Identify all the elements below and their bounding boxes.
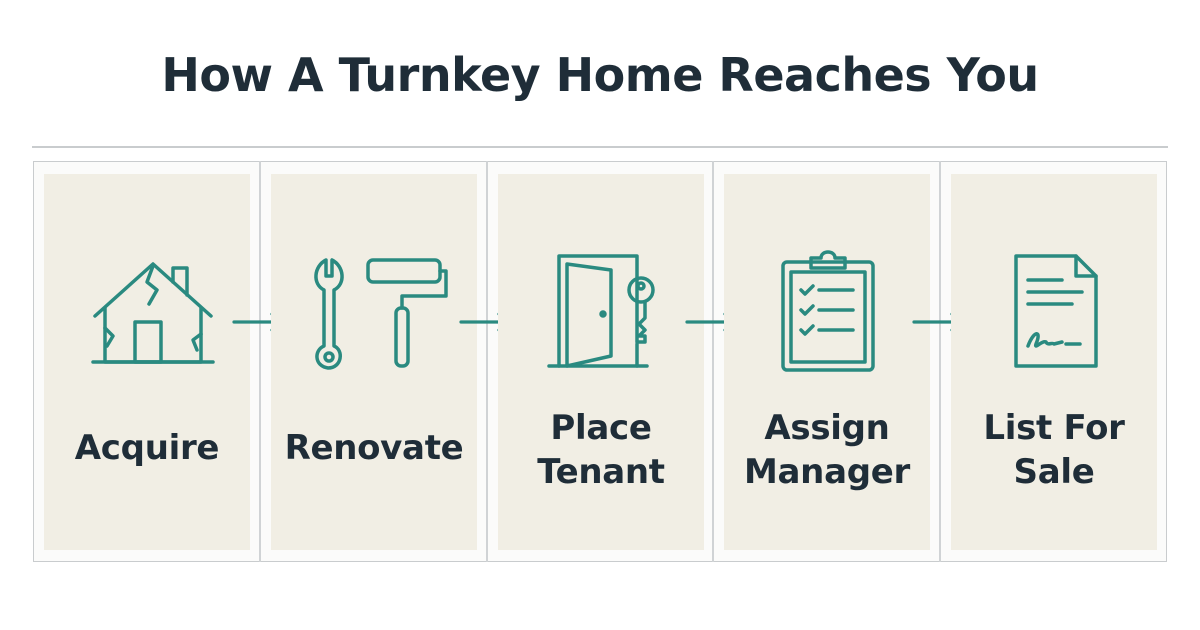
step-divider [259, 161, 261, 562]
step-acquire: Acquire [44, 174, 250, 550]
step-renovate: Renovate [271, 174, 477, 550]
step-divider [486, 161, 488, 562]
step-label: List For Sale [983, 408, 1125, 492]
signed-document-icon [954, 244, 1154, 374]
step-label: Place Tenant [537, 408, 665, 492]
step-label: Acquire [74, 428, 220, 468]
step-divider [939, 161, 941, 562]
step-place-tenant: Place Tenant [498, 174, 704, 550]
title-divider [32, 146, 1168, 148]
step-label: Assign Manager [744, 408, 910, 492]
step-list-for-sale: List For Sale [951, 174, 1157, 550]
damaged-house-icon [47, 244, 247, 374]
step-assign-manager: Assign Manager [724, 174, 930, 550]
step-label: Renovate [284, 428, 464, 468]
wrench-and-paint-roller-icon [274, 244, 474, 374]
clipboard-checklist-icon [727, 244, 927, 374]
step-divider [712, 161, 714, 562]
diagram-title: How A Turnkey Home Reaches You [161, 48, 1039, 102]
door-and-key-icon [501, 244, 701, 374]
